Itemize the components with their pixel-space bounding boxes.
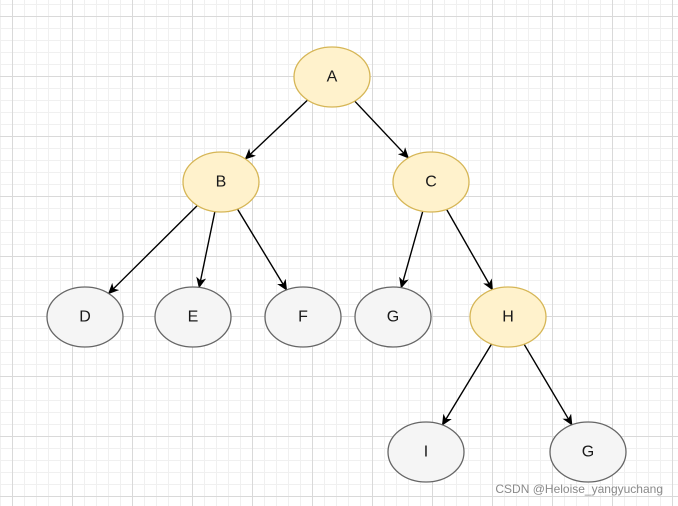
node-b[interactable]: B bbox=[182, 151, 260, 213]
node-g2-shape bbox=[549, 421, 627, 483]
edge-h-to-i bbox=[441, 343, 493, 426]
node-d-shape bbox=[46, 286, 124, 348]
node-d[interactable]: D bbox=[46, 286, 124, 348]
edge-b-to-f bbox=[236, 208, 288, 291]
node-h-shape bbox=[469, 286, 547, 348]
node-a[interactable]: A bbox=[293, 46, 371, 108]
node-a-label: A bbox=[327, 69, 338, 86]
node-c-label: C bbox=[425, 174, 437, 191]
node-c[interactable]: C bbox=[392, 151, 470, 213]
edge-a-to-b bbox=[244, 99, 309, 160]
node-i-shape bbox=[387, 421, 465, 483]
node-e[interactable]: E bbox=[154, 286, 232, 348]
node-e-label: E bbox=[188, 309, 199, 326]
edge-a-to-c bbox=[354, 100, 409, 159]
node-a-shape bbox=[293, 46, 371, 108]
node-e-shape bbox=[154, 286, 232, 348]
node-g2[interactable]: G bbox=[549, 421, 627, 483]
node-g1-shape bbox=[354, 286, 432, 348]
node-b-label: B bbox=[216, 174, 227, 191]
node-i-label: I bbox=[424, 444, 428, 461]
node-c-shape bbox=[392, 151, 470, 213]
node-g2-label: G bbox=[582, 444, 594, 461]
edge-h-to-g2 bbox=[523, 343, 573, 426]
node-h-label: H bbox=[502, 309, 514, 326]
edge-c-to-h bbox=[445, 209, 494, 291]
edges-layer bbox=[107, 99, 573, 426]
watermark: CSDN @Heloise_yangyuchang bbox=[495, 482, 663, 496]
node-f[interactable]: F bbox=[264, 286, 342, 348]
node-g1[interactable]: G bbox=[354, 286, 432, 348]
node-b-shape bbox=[182, 151, 260, 213]
node-g1-label: G bbox=[387, 309, 399, 326]
edge-b-to-d bbox=[107, 204, 198, 295]
node-h[interactable]: H bbox=[469, 286, 547, 348]
node-i[interactable]: I bbox=[387, 421, 465, 483]
edge-c-to-g1 bbox=[399, 211, 424, 289]
nodes-layer: A B C D E F G H I G bbox=[46, 46, 627, 483]
edge-b-to-e bbox=[196, 211, 216, 289]
node-f-label: F bbox=[298, 309, 308, 326]
node-d-label: D bbox=[79, 309, 91, 326]
node-f-shape bbox=[264, 286, 342, 348]
